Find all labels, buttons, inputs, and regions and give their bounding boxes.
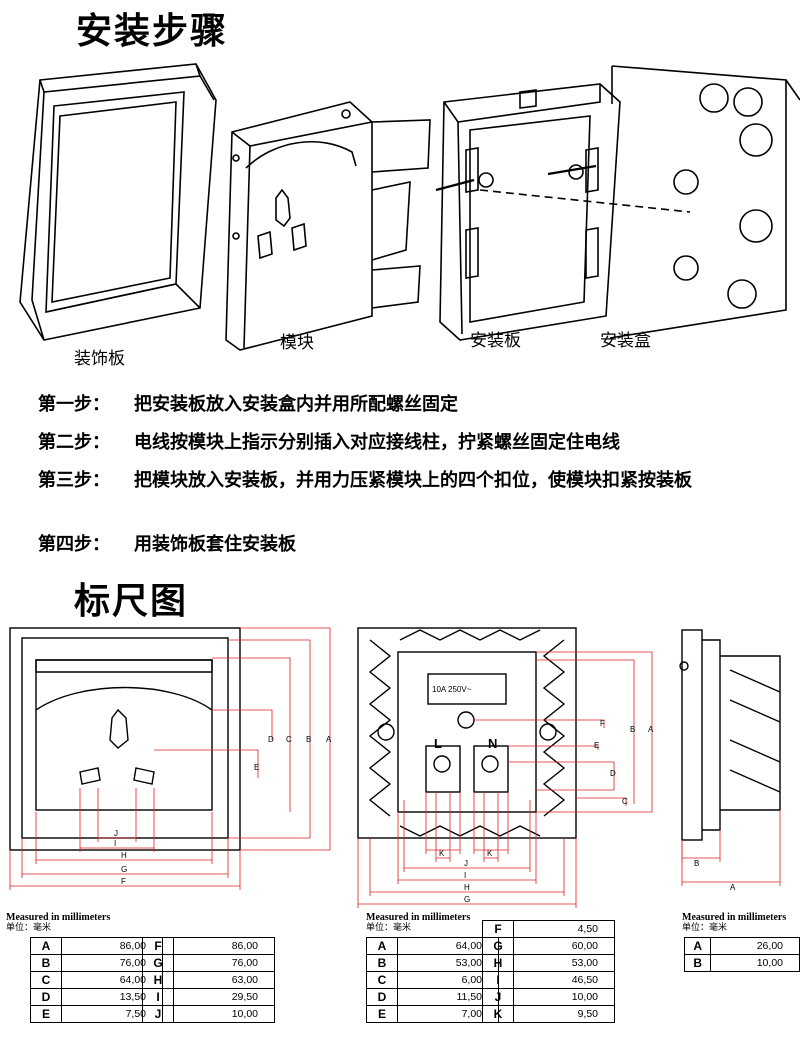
cover-plate-drawing (19, 63, 217, 341)
back-dim-label-g: G (464, 895, 470, 904)
cover-plate-label: 装饰板 (74, 349, 125, 369)
install-steps-heading: 安装步骤 (76, 10, 229, 52)
mounting-box-label: 安装盒 (600, 331, 651, 351)
front-dim-label-i: I (114, 839, 116, 848)
front-dim-label-a: A (326, 735, 332, 744)
front-dim-label-f: F (121, 877, 126, 886)
back-dim-label-a: A (648, 725, 654, 734)
mounting-plate-label: 安装板 (470, 331, 521, 351)
step-1-text: 把安装板放入安装盒内并用所配螺丝固定 (134, 394, 458, 415)
front-dim-label-g: G (121, 865, 127, 874)
step-2-label: 第二步： (38, 432, 110, 453)
back-dim-label-c: C (622, 797, 628, 806)
step-1: 第一步： 把安装板放入安装盒内并用所配螺丝固定 (38, 392, 458, 418)
step-1-label: 第一步： (38, 394, 110, 415)
step-2: 第二步： 电线按模块上指示分别插入对应接线柱，拧紧螺丝固定住电线 (38, 430, 620, 456)
front-dim-label-c: C (286, 735, 292, 744)
back-dim-label-e: E (594, 741, 599, 750)
front-dim-label-b: B (306, 735, 311, 744)
back-table-title: Measured in millimeters (366, 912, 471, 923)
mounting-plate-drawing (439, 83, 621, 341)
terminal-l-label: L (434, 736, 442, 751)
step-2-text: 电线按模块上指示分别插入对应接线柱，拧紧螺丝固定住电线 (134, 432, 620, 453)
module-label: 模块 (280, 333, 314, 353)
front-table-title: Measured in millimeters (6, 912, 111, 923)
back-view (357, 627, 577, 839)
side-view (679, 629, 781, 841)
module-drawing (225, 101, 431, 351)
front-dim-label-j: J (114, 829, 118, 838)
back-dim-label-k-right: K (487, 849, 493, 858)
back-dim-label-h: H (464, 883, 470, 892)
step-3: 第三步： 把模块放入安装板，并用力压紧模块上的四个扣位，使模块扣紧按装板 (38, 468, 798, 494)
side-table-unit: 单位：毫米 (682, 923, 728, 933)
step-3-label: 第三步： (38, 470, 110, 491)
dimension-drawing-heading: 标尺图 (74, 580, 189, 622)
back-measurement-block: Measured in millimeters 单位：毫米 (366, 912, 470, 934)
step-3-text: 把模块放入安装板，并用力压紧模块上的四个扣位，使模块扣紧按装板 (134, 470, 692, 491)
back-table-unit: 单位：毫米 (366, 923, 412, 933)
assembly-illustration (19, 63, 800, 351)
front-dim-label-e: E (254, 763, 259, 772)
back-dim-label-f: F (600, 719, 605, 728)
step-4-label: 第四步： (38, 534, 110, 555)
step-4: 第四步： 用装饰板套住安装板 (38, 532, 296, 558)
front-view (9, 627, 241, 851)
back-dim-label-j: J (464, 859, 468, 868)
dimension-drawings: A B C D E F G H I J 10A 250V~ L N (9, 627, 781, 908)
step-4-text: 用装饰板套住安装板 (134, 534, 296, 555)
front-measurement-block: Measured in millimeters 单位：毫米 (6, 912, 110, 934)
front-table-unit: 单位：毫米 (6, 923, 52, 933)
rating-label: 10A 250V~ (432, 685, 472, 694)
back-dim-label-b: B (630, 725, 635, 734)
back-dim-label-i: I (464, 871, 466, 880)
side-dim-label-a: A (730, 883, 736, 892)
front-dim-label-d: D (268, 735, 274, 744)
back-dim-label-k-left: K (439, 849, 445, 858)
side-dim-label-b: B (694, 859, 699, 868)
terminal-n-label: N (488, 736, 497, 751)
side-table-title: Measured in millimeters (682, 912, 787, 923)
mounting-box-drawing (609, 65, 800, 339)
front-dim-label-h: H (121, 851, 127, 860)
back-dim-label-d: D (610, 769, 616, 778)
side-measurement-block: Measured in millimeters 单位：毫米 (682, 912, 786, 934)
